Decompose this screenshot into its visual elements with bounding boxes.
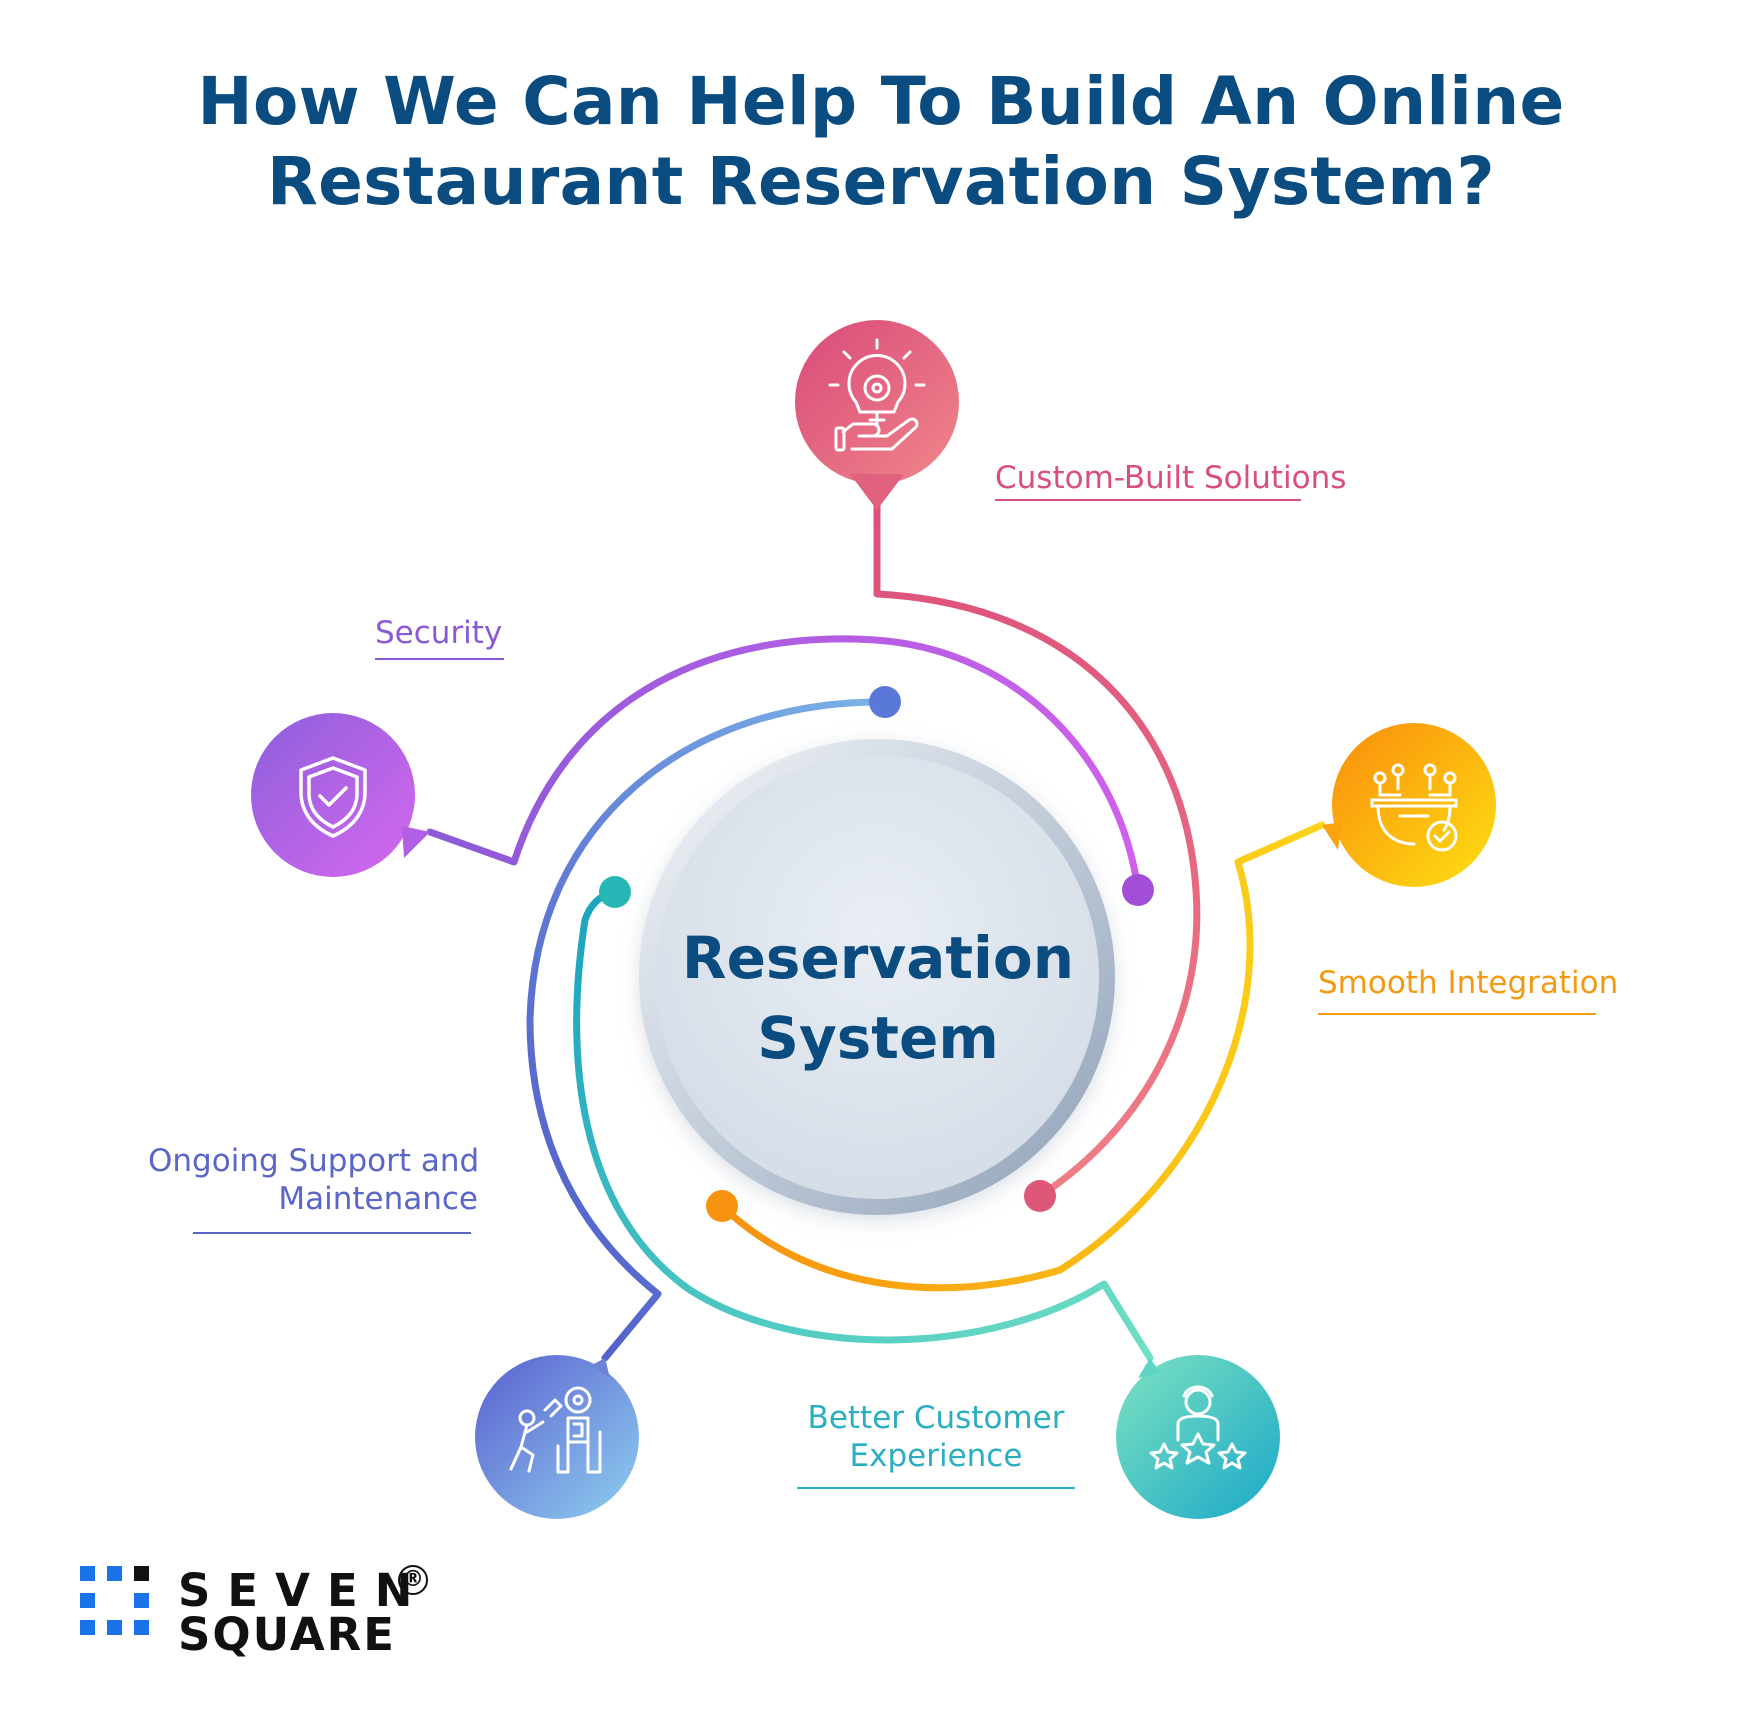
label-security-underline — [375, 658, 504, 660]
dot-red-end — [1024, 1180, 1056, 1212]
label-security-text: Security — [375, 615, 503, 651]
logo-line-1: SEVEN — [178, 1564, 430, 1617]
maintenance-worker-icon — [509, 1386, 602, 1474]
node-customer-experience — [1116, 1355, 1280, 1519]
page-title: How We Can Help To Build An Online Resta… — [0, 62, 1762, 222]
dot-purple-end — [1122, 874, 1154, 906]
connector-purple — [426, 635, 1142, 894]
node-smooth-integration — [1322, 723, 1496, 887]
center-line-2: System — [757, 1004, 999, 1072]
label-ongoing-support-line-2: Maintenance — [278, 1181, 478, 1217]
label-ongoing-support-line-1: Ongoing Support and — [148, 1143, 480, 1179]
label-ongoing-support-underline — [193, 1232, 471, 1234]
center-circle-inner — [655, 755, 1099, 1199]
logo-registered-mark: ® — [398, 1565, 428, 1595]
label-customer-experience-line-2: Experience — [849, 1438, 1023, 1474]
lightbulb-gear-hand-icon — [828, 338, 926, 452]
label-custom-built-underline — [995, 499, 1301, 501]
label-custom-built: Custom-Built Solutions — [995, 459, 1347, 501]
logo-wordmark: SEVEN SQUARE — [178, 1564, 430, 1661]
label-smooth-integration-text: Smooth Integration — [1318, 965, 1619, 1001]
node-ongoing-support — [475, 1355, 639, 1519]
customer-stars-icon — [1149, 1385, 1247, 1470]
connector-teal — [573, 888, 1154, 1362]
dot-orange-end — [706, 1190, 738, 1222]
label-security: Security — [375, 614, 504, 660]
dot-teal-end — [599, 876, 631, 908]
label-customer-experience-underline — [797, 1487, 1075, 1489]
label-smooth-integration-underline — [1318, 1013, 1596, 1015]
center-label: Reservation System — [678, 918, 1078, 1078]
label-ongoing-support: Ongoing Support and Maintenance — [148, 1142, 480, 1234]
logo-line-2: SQUARE — [178, 1608, 397, 1661]
integration-gear-check-icon — [1370, 763, 1458, 852]
label-custom-built-text: Custom-Built Solutions — [995, 460, 1347, 496]
connector-red — [873, 502, 1201, 1200]
title-line-2: Restaurant Reservation System? — [267, 143, 1495, 220]
shield-check-icon — [299, 756, 367, 838]
label-smooth-integration: Smooth Integration — [1318, 964, 1619, 1015]
label-customer-experience: Better Customer Experience — [797, 1399, 1075, 1489]
connector-blue — [526, 698, 889, 1362]
logo-mark — [80, 1566, 149, 1635]
connector-orange — [718, 821, 1326, 1292]
node-security — [251, 713, 430, 877]
title-line-1: How We Can Help To Build An Online — [197, 63, 1565, 140]
node-custom-built — [795, 320, 959, 510]
dot-blue-end — [869, 686, 901, 718]
label-customer-experience-line-1: Better Customer — [807, 1400, 1065, 1436]
center-line-1: Reservation — [681, 924, 1075, 992]
